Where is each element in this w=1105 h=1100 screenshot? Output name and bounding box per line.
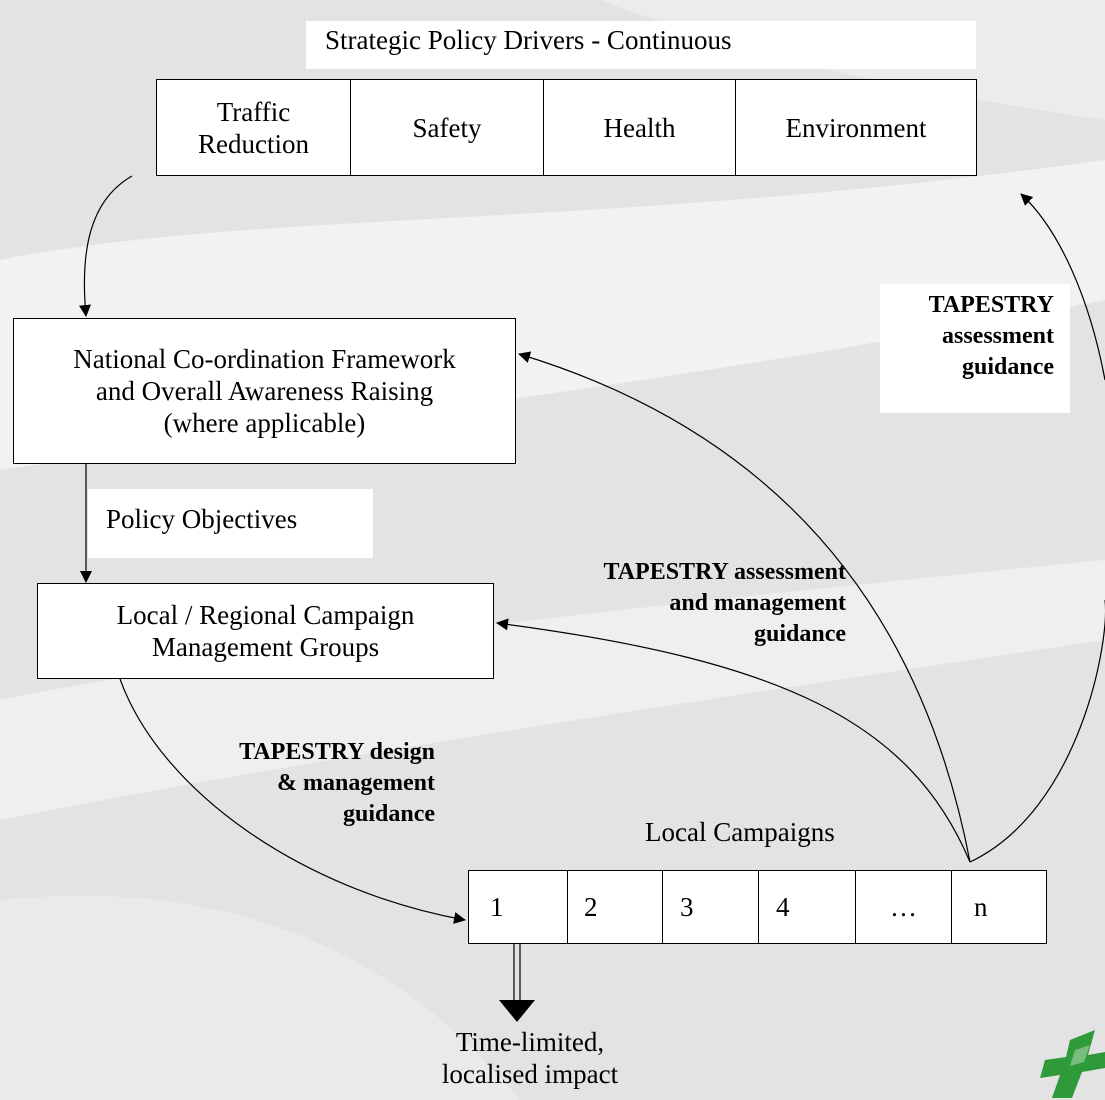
assessment-top-line-3: guidance	[961, 354, 1054, 380]
campaign-cell: n	[951, 871, 1046, 943]
driver-cell-safety: Safety	[350, 80, 543, 175]
tapestry-design-management-label: TAPESTRY design & management guidance	[160, 737, 435, 830]
national-line-1: National Co-ordination Framework	[73, 344, 456, 374]
assessment-management-line-2: and management	[669, 590, 846, 616]
assessment-top-line-1: TAPESTRY	[928, 292, 1054, 318]
design-management-line-3: guidance	[342, 801, 435, 827]
assessment-management-line-3: guidance	[753, 621, 846, 647]
impact-line-1: Time-limited,	[455, 1027, 605, 1057]
national-line-2: and Overall Awareness Raising	[95, 376, 434, 406]
strategic-drivers-title: Strategic Policy Drivers - Continuous	[306, 21, 976, 69]
design-management-line-1: TAPESTRY design	[239, 739, 435, 765]
design-management-line-2: & management	[277, 770, 435, 796]
policy-objectives-label: Policy Objectives	[88, 489, 373, 558]
campaign-cell: 3	[662, 871, 758, 943]
regional-campaign-box: Local / Regional Campaign Management Gro…	[37, 583, 494, 679]
impact-line-2: localised impact	[441, 1059, 619, 1089]
driver-cell-health: Health	[543, 80, 735, 175]
tapestry-assessment-guidance-label: TAPESTRY assessment guidance	[880, 284, 1070, 413]
national-framework-box: National Co-ordination Framework and Ove…	[13, 318, 516, 464]
assessment-management-line-1: TAPESTRY assessment	[603, 559, 846, 585]
driver-cell-traffic-reduction: Traffic Reduction	[198, 96, 309, 159]
campaign-cell: 4	[758, 871, 855, 943]
strategic-drivers-row: Traffic Reduction Safety Health Environm…	[156, 79, 977, 176]
regional-line-2: Management Groups	[151, 632, 380, 662]
driver-cell-environment: Environment	[735, 80, 976, 175]
national-line-3: (where applicable)	[163, 408, 366, 438]
impact-label: Time-limited, localised impact	[380, 1026, 680, 1090]
local-campaigns-title: Local Campaigns	[645, 817, 835, 847]
tapestry-assessment-management-label: TAPESTRY assessment and management guida…	[520, 557, 846, 650]
local-campaigns-row: 1 2 3 4 … n	[468, 870, 1047, 944]
regional-line-1: Local / Regional Campaign	[116, 600, 415, 630]
campaign-cell: 2	[567, 871, 662, 943]
assessment-top-line-2: assessment	[942, 323, 1054, 349]
campaign-cell: 1	[490, 892, 504, 922]
campaign-cell: …	[855, 871, 951, 943]
